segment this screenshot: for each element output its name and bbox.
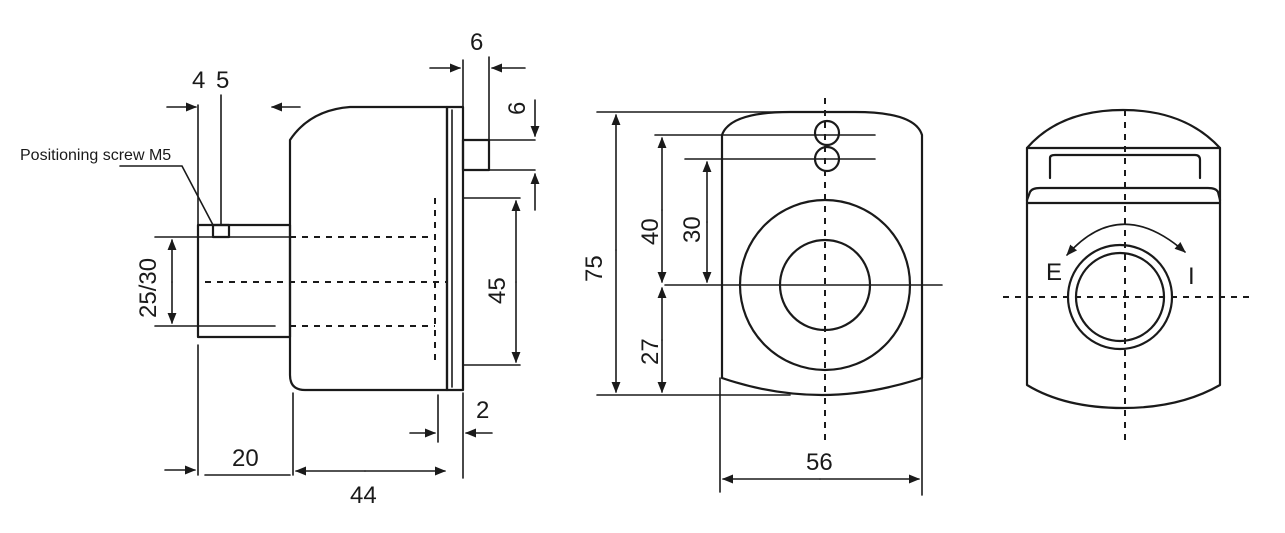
dim-56: 56 (806, 449, 833, 476)
switch-body-outline (1025, 108, 1222, 410)
dim-40: 40 (637, 218, 664, 245)
front-body-outline (720, 110, 924, 397)
mounting-hole-upper (813, 119, 841, 147)
dim-44: 44 (350, 482, 377, 509)
dim-6-side: 6 (504, 102, 531, 115)
dim-27: 27 (637, 338, 664, 365)
front-view: 75 40 30 27 56 (581, 98, 943, 496)
switch-label-i: I (1188, 263, 1195, 290)
dim-30: 30 (679, 216, 706, 243)
side-view: Positioning screw M5 4 5 6 6 45 25/30 2 … (20, 29, 540, 509)
rotation-arrow-icon (1066, 223, 1186, 256)
dim-5: 5 (216, 67, 229, 94)
side-flange (445, 105, 465, 392)
dim-25-30: 25/30 (135, 258, 162, 318)
switch-label-e: E (1046, 259, 1062, 286)
side-body-outline (288, 105, 449, 392)
dim-4: 4 (192, 67, 205, 94)
label-positioning-screw: Positioning screw M5 (20, 147, 171, 164)
side-knob (461, 138, 491, 172)
switch-view: E I (1003, 108, 1253, 445)
dim-2: 2 (476, 397, 489, 424)
dim-45: 45 (484, 277, 511, 304)
dim-75: 75 (581, 255, 608, 282)
switch-knob-outer (1066, 243, 1174, 351)
dim-20: 20 (232, 445, 259, 472)
positioning-screw (211, 223, 231, 239)
dim-6-top: 6 (470, 29, 483, 56)
